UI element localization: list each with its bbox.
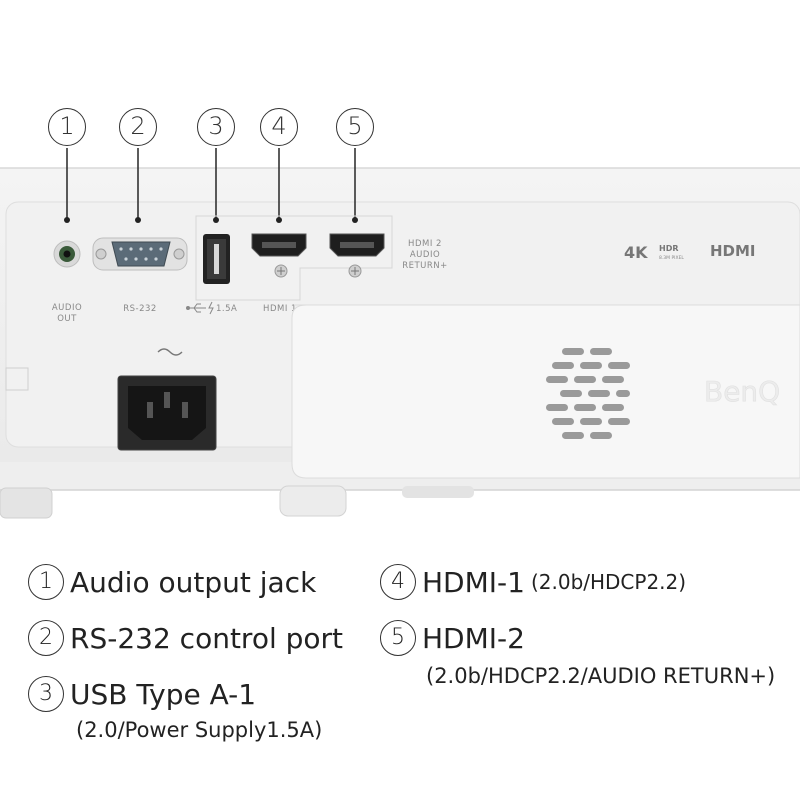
hdmi2-label-1: HDMI 2 (408, 239, 442, 249)
rs232-label: RS-232 (123, 304, 157, 314)
hdmi2-label-3: RETURN+ (402, 261, 448, 271)
legend-number: 5 (380, 620, 416, 656)
badge-hdmi: HDMI (710, 242, 756, 260)
legend-item-hdmi1: 4 HDMI-1 (2.0b/HDCP2.2) (380, 564, 686, 600)
legend-label: USB Type A-1 (70, 677, 257, 711)
badge-pixel: 8.3M PIXEL (659, 255, 684, 261)
callout-4: 4 (260, 108, 298, 146)
callout-3: 3 (197, 108, 235, 146)
legend-number: 2 (28, 620, 64, 656)
usb-label: 1.5A (216, 304, 237, 314)
legend-number: 4 (380, 564, 416, 600)
legend-label: RS-232 control port (70, 621, 344, 655)
legend-label: HDMI-1 (422, 565, 525, 599)
audio-out-label-1: AUDIO (52, 303, 82, 313)
callout-1: 1 (48, 108, 86, 146)
legend-item-rs232: 2 RS-232 control port (28, 620, 343, 656)
legend-hdmi1-detail: (2.0b/HDCP2.2) (530, 570, 687, 594)
audio-out-label-2: OUT (57, 314, 77, 324)
hdmi1-label: HDMI 1 (263, 304, 297, 314)
legend-label: HDMI-2 (422, 621, 525, 655)
badge-4k: 4K (624, 243, 648, 262)
callout-2: 2 (119, 108, 157, 146)
hdmi2-label-2: AUDIO (410, 250, 440, 260)
legend-item-hdmi2: 5 HDMI-2 (380, 620, 525, 656)
usb-symbol-icon (186, 301, 214, 315)
ac-symbol-icon (157, 348, 183, 356)
legend-item-audio: 1 Audio output jack (28, 564, 316, 600)
legend-hdmi2-detail: (2.0b/HDCP2.2/AUDIO RETURN+) (426, 664, 776, 688)
projector-rear-panel-image: AUDIO OUT RS-232 1.5A HDMI 1 HDMI 2 AUDI… (0, 148, 800, 519)
legend-item-usb: 3 USB Type A-1 (28, 676, 256, 712)
legend-label: Audio output jack (70, 565, 317, 599)
speaker-grill (546, 348, 630, 439)
legend-usb-detail: (2.0/Power Supply1.5A) (76, 718, 323, 742)
legend-number: 3 (28, 676, 64, 712)
legend-number: 1 (28, 564, 64, 600)
badge-hdr: HDR (659, 244, 679, 253)
brand-logo: BenQ (704, 375, 780, 408)
callout-5: 5 (336, 108, 374, 146)
